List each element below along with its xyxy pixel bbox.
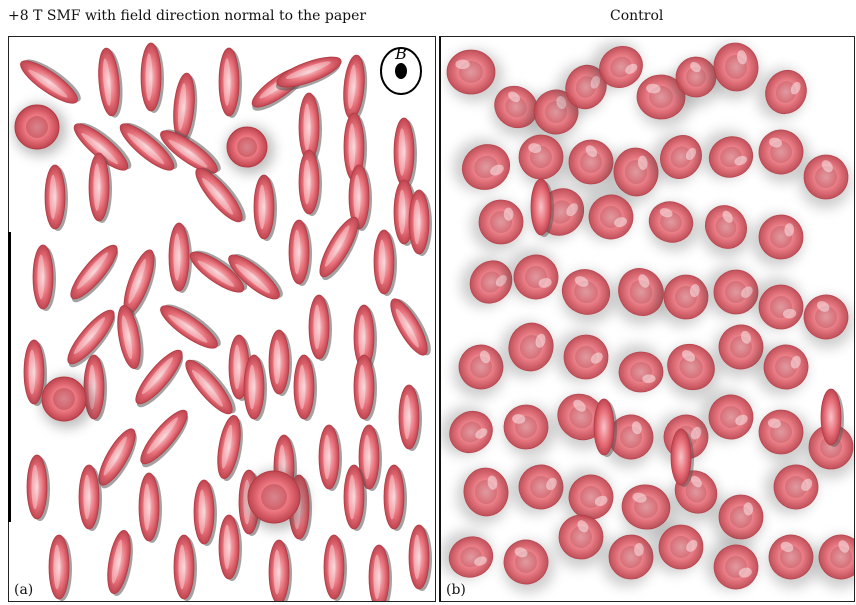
- elongated-cell: [319, 425, 342, 491]
- elongated-cell: [394, 118, 417, 188]
- elongated-cell: [341, 54, 370, 122]
- panel-b-control: (b): [439, 36, 855, 602]
- elongated-cell: [244, 355, 267, 421]
- panel-a-label: (a): [14, 582, 33, 598]
- elongated-cell: [309, 295, 332, 361]
- field-direction-icon: B: [381, 44, 421, 94]
- disc-cell: [453, 465, 512, 528]
- disc-cell: [610, 343, 664, 393]
- round-cell: [14, 104, 66, 156]
- disc-cell: [544, 320, 617, 393]
- elongated-cell: [374, 230, 397, 296]
- elongated-cell: [33, 245, 56, 311]
- disc-cell: [441, 523, 498, 585]
- elongated-cell: [369, 545, 392, 602]
- round-cell: [226, 126, 274, 174]
- disc-cell: [652, 271, 711, 330]
- panel-a-illustration: B: [9, 37, 436, 602]
- elongated-cell: [409, 525, 432, 591]
- disc-cell: [444, 129, 518, 201]
- panel-b-label: (b): [446, 582, 466, 598]
- elongated-cell: [299, 150, 322, 216]
- disc-cell: [749, 213, 805, 269]
- elongated-cell: [324, 535, 347, 601]
- elongated-cell: [354, 355, 377, 421]
- panel-b-illustration: [441, 37, 855, 602]
- disc-cell: [502, 404, 557, 459]
- panel-a-edge-mark: [8, 232, 11, 522]
- panel-a-smf: B (a): [8, 36, 436, 602]
- elongated-cell: [213, 414, 247, 483]
- left-panel-title: +8 T SMF with field direction normal to …: [8, 8, 366, 24]
- elongated-cell: [169, 223, 192, 293]
- elongated-cell: [15, 52, 86, 111]
- elongated-cell: [139, 473, 162, 543]
- elongated-cell: [821, 389, 844, 447]
- elongated-cell: [194, 480, 217, 546]
- elongated-cell: [269, 330, 292, 396]
- elongated-cell: [103, 529, 137, 598]
- elongated-cell: [49, 535, 72, 601]
- elongated-cell: [114, 303, 148, 372]
- disc-cell: [600, 534, 654, 588]
- elongated-cell: [133, 405, 196, 473]
- elongated-cell: [312, 213, 367, 285]
- disc-cell: [441, 396, 500, 465]
- elongated-cell: [344, 465, 367, 531]
- elongated-cell: [155, 297, 226, 356]
- elongated-cell: [141, 43, 164, 113]
- elongated-cell: [254, 175, 277, 241]
- elongated-cell: [384, 465, 407, 531]
- disc-cell: [471, 200, 524, 253]
- elongated-cell: [269, 540, 292, 602]
- elongated-cell: [89, 153, 112, 223]
- elongated-cell: [96, 47, 125, 119]
- elongated-cell: [219, 48, 242, 118]
- disc-cell: [447, 50, 503, 102]
- elongated-cell: [594, 399, 617, 457]
- elongated-cell: [289, 220, 312, 286]
- elongated-cell: [219, 515, 242, 581]
- elongated-cell: [384, 293, 436, 362]
- elongated-cell: [409, 190, 432, 256]
- disc-cell: [755, 407, 814, 466]
- disc-cell: [693, 123, 759, 187]
- disc-cell: [641, 196, 706, 259]
- disc-cell: [691, 198, 760, 268]
- elongated-cell: [27, 455, 50, 521]
- elongated-cell: [174, 535, 197, 601]
- elongated-cell: [79, 465, 102, 531]
- field-symbol-label: B: [394, 44, 407, 63]
- elongated-cell: [399, 385, 422, 451]
- disc-cell: [700, 533, 763, 596]
- disc-cell: [500, 243, 562, 305]
- disc-cell: [496, 534, 562, 600]
- round-cell: [41, 376, 93, 428]
- disc-cell: [500, 453, 571, 524]
- round-cell: [247, 470, 307, 530]
- elongated-cell: [294, 355, 317, 421]
- elongated-cell: [45, 165, 68, 231]
- elongated-cell: [63, 240, 126, 308]
- right-panel-title: Control: [610, 8, 663, 24]
